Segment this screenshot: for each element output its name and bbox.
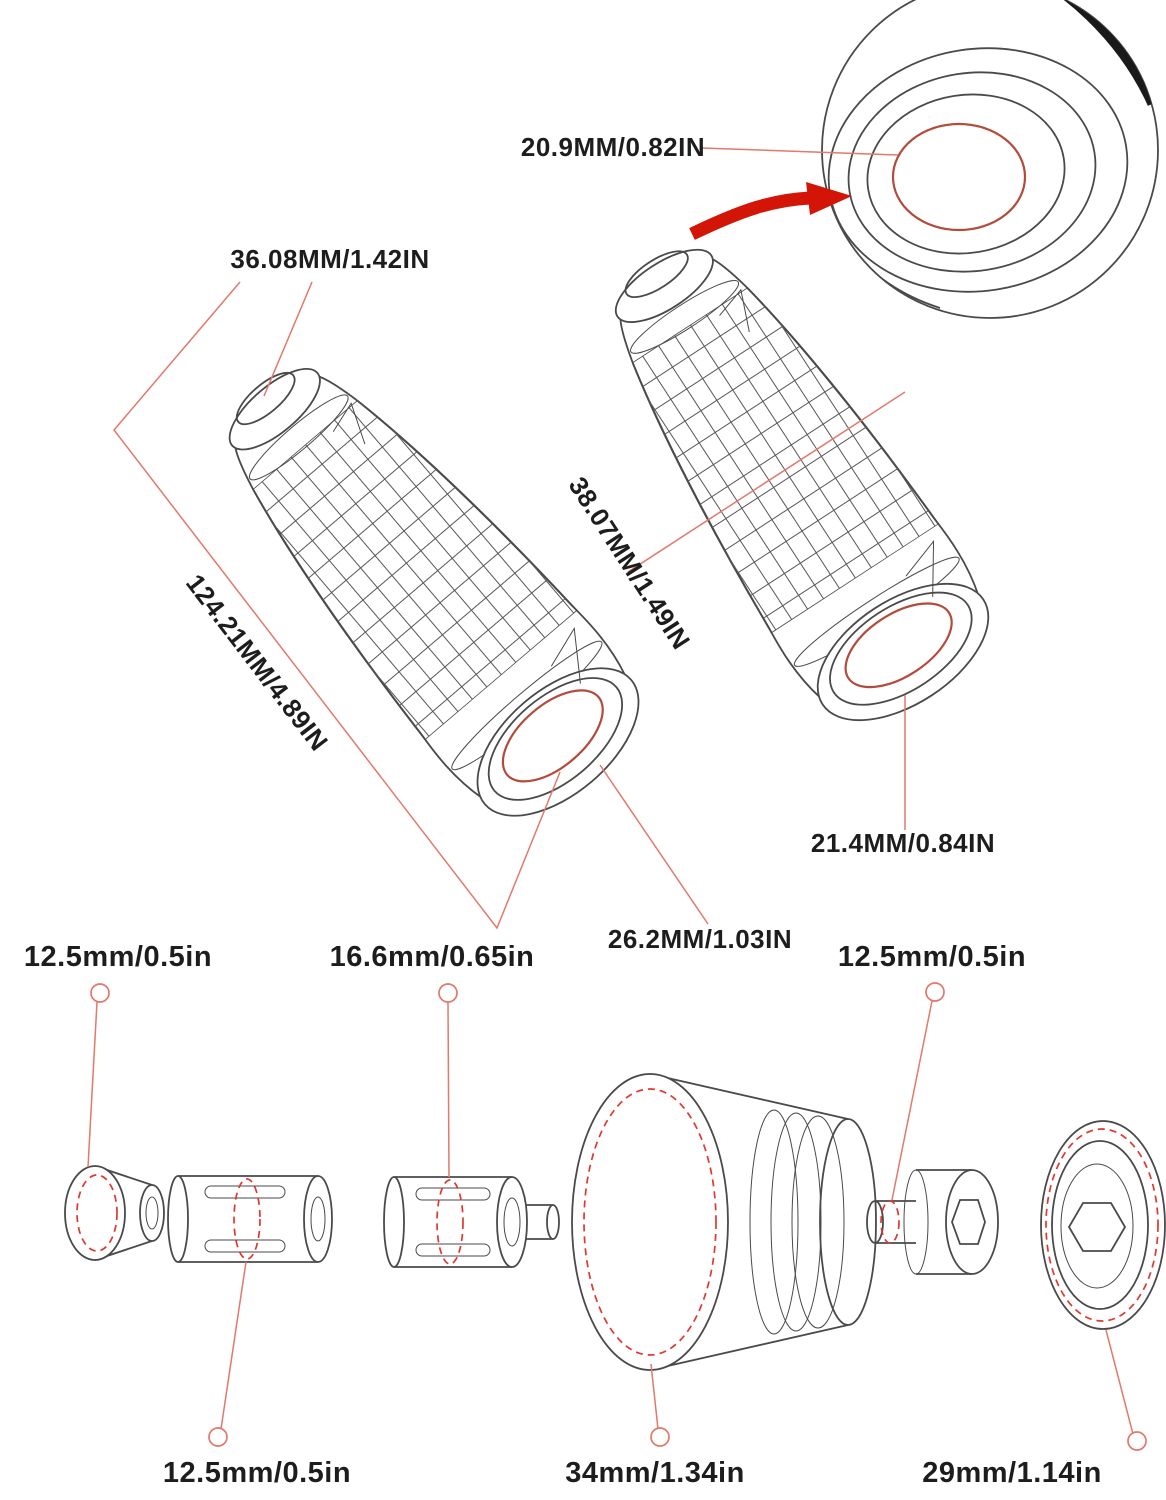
expander2-diameter-mark xyxy=(436,1179,464,1265)
sleeve-bottom-edge xyxy=(649,1324,849,1371)
plug-tip-inner xyxy=(145,1196,159,1230)
sleeve-thread-ring-2 xyxy=(791,1115,845,1329)
label-right-inner-dim: 21.4MM/0.84IN xyxy=(811,828,995,858)
screw-diameter-mark xyxy=(880,1200,900,1244)
label-exploded-bottom-left: 12.5mm/0.5in xyxy=(163,1457,351,1489)
end-face-mid-ellipse xyxy=(847,71,1097,273)
expander2-end-inner xyxy=(503,1197,521,1247)
leader-bottom-left xyxy=(220,1261,247,1430)
screw-shaft-end xyxy=(866,1200,884,1244)
expander1-end-inner xyxy=(310,1196,326,1242)
cap-diameter-mark xyxy=(1045,1128,1159,1322)
label-exploded-bottom-right: 29mm/1.14in xyxy=(922,1457,1102,1489)
leader-dot-bottom-left xyxy=(208,1427,228,1447)
label-magnifier-dim: 20.9MM/0.82IN xyxy=(521,132,705,162)
label-exploded-top-right: 12.5mm/0.5in xyxy=(838,941,1026,973)
cap-inner-ring xyxy=(1060,1163,1134,1289)
label-grip-diameter-dim: 38.07MM/1.49IN xyxy=(563,471,697,654)
sleeve-diameter-mark xyxy=(583,1088,717,1356)
expander1-slot-bottom xyxy=(204,1239,286,1253)
leader-magnifier-dim xyxy=(701,147,899,156)
leader-top-right xyxy=(891,1000,933,1201)
magnifier-content xyxy=(827,0,1158,309)
part-screw xyxy=(866,1169,999,1275)
leader-dot-bottom-right xyxy=(1127,1431,1147,1451)
sleeve-top-edge xyxy=(649,1073,849,1120)
expander2-slot-bottom xyxy=(415,1243,491,1257)
zoom-arrow-head xyxy=(806,182,852,215)
leader-end-cap-dim xyxy=(263,281,313,397)
expander2-end-ellipse xyxy=(496,1176,528,1268)
expander1-slot-top xyxy=(204,1185,286,1199)
sleeve-face xyxy=(571,1073,729,1371)
grip-silhouette-band xyxy=(1003,0,1157,106)
screw-head-face xyxy=(945,1169,999,1275)
leader-top-middle xyxy=(447,1001,450,1178)
screw-head-back xyxy=(903,1169,929,1275)
dimension-lines-upper xyxy=(113,147,906,930)
dimension-labels: 20.9MM/0.82IN 36.08MM/1.42IN 124.21MM/4.… xyxy=(24,132,1102,1489)
end-face-ring-ellipse xyxy=(866,93,1066,255)
length-dimension-line xyxy=(113,281,561,930)
label-exploded-top-left: 12.5mm/0.5in xyxy=(24,941,212,973)
part-expander-2 xyxy=(383,1176,560,1268)
leader-dot-bottom-middle xyxy=(650,1427,670,1447)
expander2-left-ellipse xyxy=(383,1176,405,1268)
leader-bottom-right xyxy=(1105,1329,1134,1435)
part-sleeve-cap xyxy=(571,1073,877,1371)
label-exploded-top-middle: 16.6mm/0.65in xyxy=(330,941,535,973)
leader-dot-top-middle xyxy=(438,983,458,1003)
leader-left-inner-dim xyxy=(599,764,709,925)
cap-hex-socket xyxy=(1067,1202,1127,1252)
label-left-inner-dim: 26.2MM/1.03IN xyxy=(608,924,792,954)
plug-diameter-mark xyxy=(76,1174,118,1252)
label-grip-length-dim: 124.21MM/4.89IN xyxy=(180,568,334,756)
part-end-plug xyxy=(64,1165,165,1261)
cap-ring xyxy=(1051,1140,1149,1310)
magnifier-circle xyxy=(821,0,1159,319)
part-expander-1 xyxy=(167,1175,333,1263)
expander2-stub-end xyxy=(546,1204,560,1240)
sleeve-thread-ring-3 xyxy=(770,1112,822,1332)
leader-dot-top-left xyxy=(90,983,110,1003)
end-bore-ellipse xyxy=(891,122,1027,232)
exploded-view xyxy=(64,982,1166,1451)
exploded-leaders xyxy=(87,982,1147,1451)
zoom-arrow-tail xyxy=(689,191,811,240)
expander1-end-ellipse xyxy=(303,1175,333,1263)
plug-face xyxy=(64,1165,126,1261)
zoom-arrow-icon xyxy=(689,182,852,240)
leader-top-left xyxy=(87,1001,98,1168)
leader-bottom-middle xyxy=(650,1363,659,1430)
part-bar-end-cap xyxy=(1040,1120,1166,1330)
expander1-diameter-mark xyxy=(233,1178,261,1260)
diameter-dimension-line xyxy=(627,391,906,573)
sleeve-thread-ring-4 xyxy=(749,1109,799,1335)
screw-hex-socket xyxy=(951,1199,986,1245)
magnified-end-view xyxy=(821,0,1159,319)
plug-tip-ellipse xyxy=(139,1184,165,1242)
leader-dot-top-right xyxy=(925,982,945,1002)
cap-outer-ellipse xyxy=(1040,1120,1166,1330)
label-exploded-bottom-middle: 34mm/1.34in xyxy=(565,1457,745,1489)
label-grip-end-dim: 36.08MM/1.42IN xyxy=(230,244,429,274)
expander2-slot-top xyxy=(415,1187,491,1201)
expander1-left-ellipse xyxy=(167,1175,189,1263)
left-grip xyxy=(178,321,670,848)
